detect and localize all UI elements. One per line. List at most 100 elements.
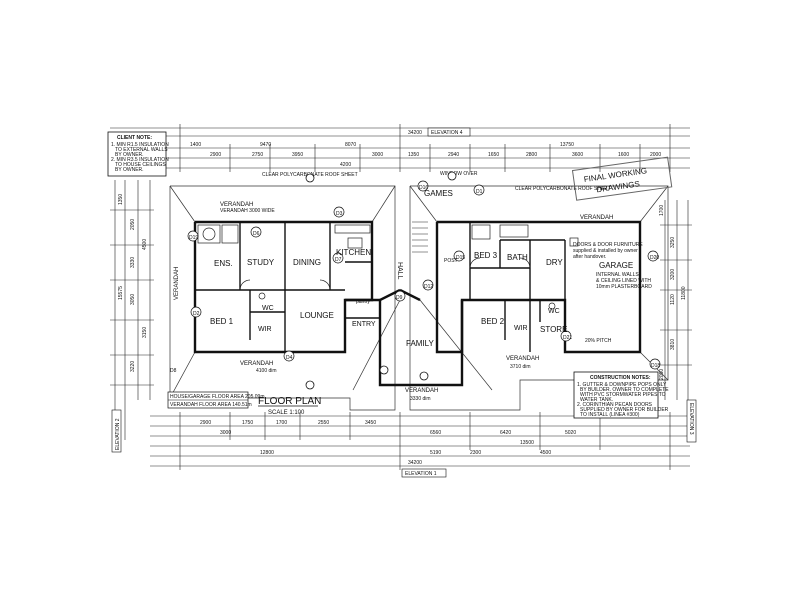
room-games: GAMES <box>424 189 453 198</box>
dim-left-4: 4500 <box>142 239 148 250</box>
room-study: STUDY <box>247 258 275 267</box>
dim-top-6: 3000 <box>372 152 383 158</box>
client-note-line-3: BY OWNER. <box>115 152 144 158</box>
door-tag-d20: D20 <box>650 255 659 261</box>
dim-left-8: 1350 <box>118 194 124 205</box>
dim-bot-4: 2550 <box>318 420 329 426</box>
elevation-right-label: ELEVATION 3 <box>688 403 694 435</box>
client-note-line-1: 1. MIN R1.5 INSULATION <box>111 142 169 148</box>
plan-title: FLOOR PLAN <box>258 396 321 407</box>
room-dry: DRY <box>546 258 563 267</box>
top-dimensions: 1400 2900 2750 3950 4200 3000 1350 2940 … <box>190 130 661 168</box>
room-kitchen: KITCHEN <box>336 248 371 257</box>
door-tag-d7: D7 <box>335 257 342 263</box>
door-markers <box>187 180 661 370</box>
verandah-label-bottom-left: VERANDAH <box>240 361 273 367</box>
fixtures <box>197 224 579 310</box>
dim-bot-8: 6420 <box>500 430 511 436</box>
post-note: POST <box>444 258 458 264</box>
door-tags: D2 D6 D3 D4 D7 D12 D9 D1 D15 D20 D21 D18… <box>170 185 660 374</box>
dim-bot-7: 6560 <box>430 430 441 436</box>
window-over-note: WINDOW OVER <box>440 171 478 177</box>
verandah-dim-1: 4100 dim <box>256 368 277 374</box>
verandah-label-bottom-right: VERANDAH <box>506 356 539 362</box>
dim-bot-9: 5020 <box>565 430 576 436</box>
construction-note-4: WATER TANK. <box>580 397 613 403</box>
drawing-title: FLOOR PLAN SCALE 1:100 <box>258 396 321 416</box>
client-note-line-4: 2. MIN R3.5 INSULATION <box>111 157 169 163</box>
room-garage: GARAGE <box>599 261 633 270</box>
room-lounge: LOUNGE <box>300 311 334 320</box>
client-note-box: CLIENT NOTE: 1. MIN R1.5 INSULATION TO E… <box>107 131 169 177</box>
dim-top-17: 34200 <box>408 130 422 136</box>
garage-note-6: 10mm PLASTERBOARD <box>596 284 652 290</box>
dim-bot-10: 13500 <box>520 440 534 446</box>
dim-bot-14: 2300 <box>470 450 481 456</box>
clear-poly-note-2: CLEAR POLYCARBONATE ROOF SHEET <box>515 186 611 192</box>
verandah-roof-outline <box>169 185 669 411</box>
verandah-labels: VERANDAH VERANDAH 3000 WIDE VERANDAH VER… <box>174 202 613 402</box>
room-labels: ENS. STUDY DINING KITCHEN GAMES BED 3 BA… <box>210 189 633 348</box>
door-tag-d2: D2 <box>193 311 200 317</box>
door-tag-d6: D6 <box>253 231 260 237</box>
dim-bot-6: 3000 <box>220 430 231 436</box>
dim-right-6: 1700 <box>659 205 665 216</box>
dim-top-5: 4200 <box>340 162 351 168</box>
dim-left-7: 15575 <box>118 286 124 300</box>
door-tag-d9: D9 <box>396 295 403 301</box>
plan-scale: SCALE 1:100 <box>268 410 305 416</box>
construction-note-7: TO INSTALL (LINEA #300) <box>580 412 640 418</box>
elevation-bottom-label: ELEVATION 1 <box>405 471 437 477</box>
dim-bot-1: 2900 <box>200 420 211 426</box>
dimension-lines <box>110 124 692 470</box>
room-wc-1: WC <box>262 305 274 312</box>
client-note-line-6: BY OWNER. <box>115 167 144 173</box>
construction-notes-box: CONSTRUCTION NOTES: 1. GUTTER & DOWNPIPE… <box>573 371 669 419</box>
client-note-line-2: TO EXTERNAL WALLS <box>115 147 168 153</box>
door-tag-d19: D19 <box>189 235 198 241</box>
final-drawings-stamp: FINAL WORKING DRAWINGS <box>571 156 673 201</box>
room-dining: DINING <box>293 258 321 267</box>
construction-note-3: WITH PVC STORMWATER PIPES TO <box>580 392 666 398</box>
dim-top-2: 2900 <box>210 152 221 158</box>
garage-note-1: DOORS & DOOR FURNITURE <box>573 242 643 248</box>
room-bed2: BED 2 <box>481 317 505 326</box>
dim-left-3: 3050 <box>130 294 136 305</box>
area-row-1: HOUSE/GARAGE FLOOR AREA 205.09m <box>170 394 264 400</box>
dim-top-9: 1650 <box>488 152 499 158</box>
room-bed3: BED 3 <box>474 251 498 260</box>
entry-hatch <box>412 221 428 253</box>
internal-walls <box>195 222 566 352</box>
dim-top-11: 3600 <box>572 152 583 158</box>
door-tag-d12: D12 <box>424 284 433 290</box>
verandah-label-left: VERANDAH <box>174 267 180 300</box>
garage-note-5: & CEILING LINED WITH <box>596 278 651 284</box>
verandah-dim-2: 3330 dim <box>410 396 431 402</box>
dim-top-7: 1350 <box>408 152 419 158</box>
garage-note-4: INTERNAL WALLS <box>596 272 639 278</box>
construction-note-6: SUPPLIED BY OWNER FOR BUILDER <box>580 407 669 413</box>
elevation-markers: ELEVATION 4 ELEVATION 1 ELEVATION 2 ELEV… <box>111 127 697 478</box>
dim-left-6: 3220 <box>130 361 136 372</box>
garage-note-3: after handover. <box>573 254 606 260</box>
construction-note-1: 1. GUTTER & DOWNPIPE POPS ONLY <box>577 382 667 388</box>
client-note-heading: CLIENT NOTE: <box>117 135 152 141</box>
dim-bot-11: 12800 <box>260 450 274 456</box>
verandah-label-top-right: VERANDAH <box>580 215 613 221</box>
room-wir-2: WIR <box>514 325 528 332</box>
door-tag-d4: D4 <box>286 355 293 361</box>
pitch-note: 20% PITCH <box>585 338 612 344</box>
dim-left-1: 2050 <box>130 219 136 230</box>
dim-bot-12: 34200 <box>408 460 422 466</box>
dim-bot-15: 4500 <box>540 450 551 456</box>
dim-top-4: 3950 <box>292 152 303 158</box>
room-bath: BATH <box>507 253 528 262</box>
dim-left-5: 3150 <box>142 327 148 338</box>
room-bed1: BED 1 <box>210 317 234 326</box>
dim-right-3: 1120 <box>670 294 676 305</box>
dim-right-2: 3200 <box>670 269 676 280</box>
door-tag-d18: D18 <box>651 363 660 369</box>
dim-right-5: 11800 <box>681 286 687 300</box>
dim-bot-2: 1750 <box>242 420 253 426</box>
